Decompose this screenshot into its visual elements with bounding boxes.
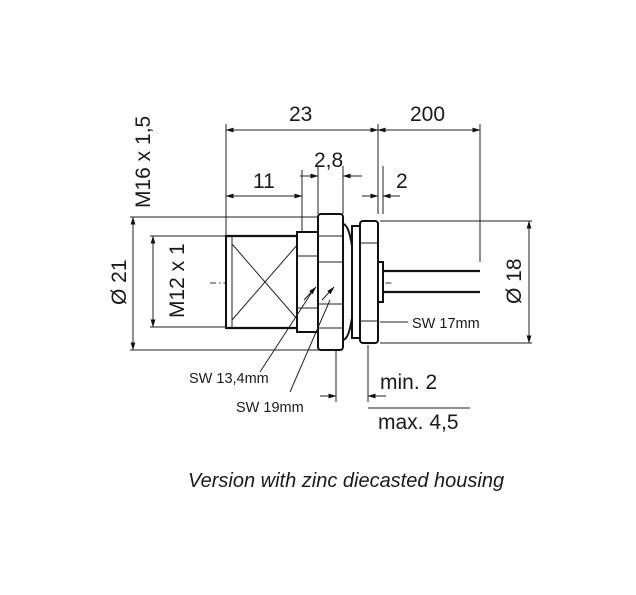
label-thread-m16: M16 x 1,5 <box>132 116 155 208</box>
label-width-2-8: 2,8 <box>314 149 343 172</box>
label-sw-17: SW 17mm <box>412 316 480 332</box>
label-thread-m12: M12 x 1 <box>166 243 189 318</box>
label-length-11: 11 <box>253 170 275 193</box>
connector-body <box>210 213 480 351</box>
label-sw-13-4: SW 13,4mm <box>189 371 269 387</box>
label-min-2: min. 2 <box>380 371 437 394</box>
label-diameter-21: Ø 21 <box>108 259 131 305</box>
dimension-lines <box>130 127 532 409</box>
label-sw-19: SW 19mm <box>236 400 304 416</box>
caption: Version with zinc diecasted housing <box>188 470 504 492</box>
label-max-4-5: max. 4,5 <box>378 411 459 434</box>
label-length-200: 200 <box>410 103 445 126</box>
label-length-2: 2 <box>396 170 408 193</box>
label-length-23: 23 <box>289 103 312 126</box>
leader-lines <box>259 291 408 393</box>
label-diameter-18: Ø 18 <box>503 258 526 304</box>
extension-lines <box>130 124 532 402</box>
